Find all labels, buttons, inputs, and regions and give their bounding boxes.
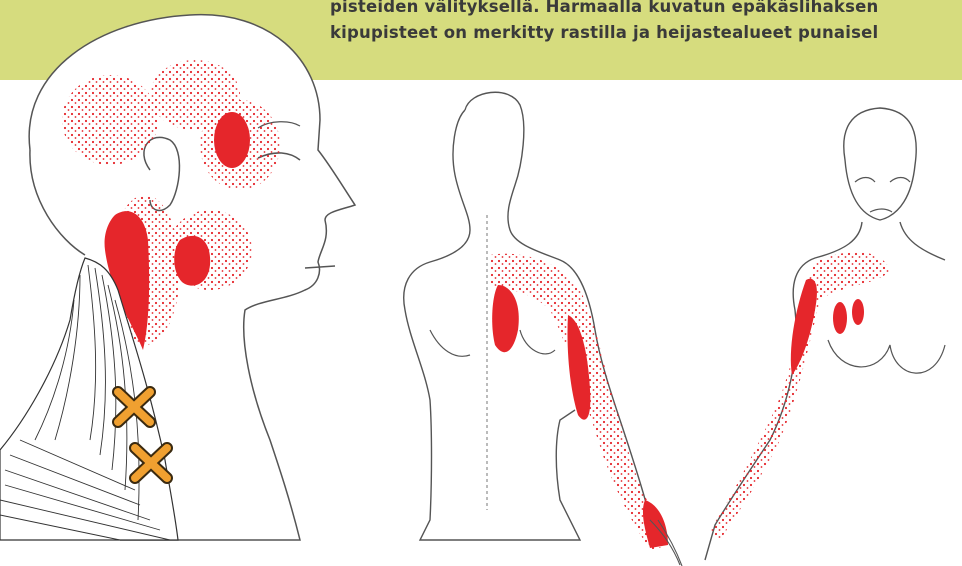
- back-body-figure: [404, 92, 682, 566]
- back-outline: [404, 110, 580, 540]
- side-head-figure: [0, 15, 355, 540]
- front-body-figure: [705, 108, 945, 560]
- front-head: [844, 108, 916, 220]
